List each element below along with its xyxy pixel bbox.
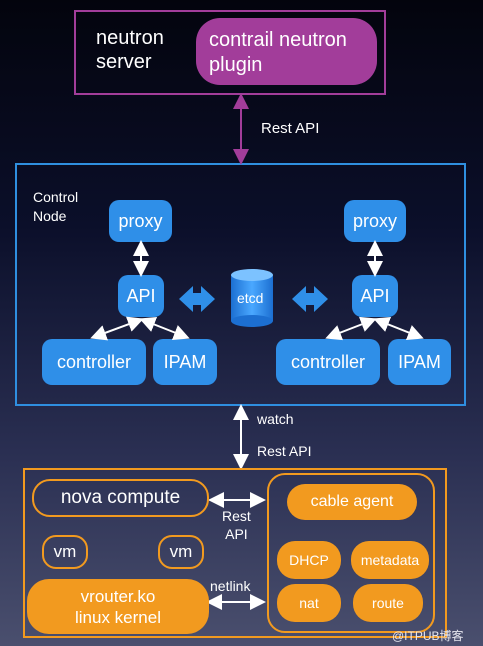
agent-group-box xyxy=(267,473,435,633)
api-ipam-right-link xyxy=(373,316,424,341)
watermark: @ITPUB博客 xyxy=(392,629,464,643)
contrail-neutron-plugin: contrail neutron plugin xyxy=(196,18,377,85)
netlink-label: netlink xyxy=(210,578,251,594)
route: route xyxy=(353,584,423,622)
ipam-right: IPAM xyxy=(388,339,451,385)
dhcp: DHCP xyxy=(277,541,341,579)
rest-api-bottom-label: Rest API xyxy=(222,508,251,542)
vm-2: vm xyxy=(158,535,204,569)
controller-left: controller xyxy=(42,339,146,385)
nat: nat xyxy=(277,584,341,622)
metadata: metadata xyxy=(351,541,429,579)
rest-api-top-label: Rest API xyxy=(261,120,320,137)
rest-api-mid-label: Rest API xyxy=(257,443,312,459)
plugin-label: contrail neutron plugin xyxy=(209,29,347,76)
watch-label: watch xyxy=(257,411,294,427)
compute-node-box xyxy=(23,468,447,638)
cable-agent: cable agent xyxy=(287,484,417,520)
neutron-server-label: neutron server xyxy=(96,27,164,73)
api-controller-left-link xyxy=(90,316,144,341)
etcd-label: etcd xyxy=(237,290,264,306)
etcd-left-double-arrow xyxy=(179,286,215,312)
controller-right: controller xyxy=(276,339,380,385)
proxy-right: proxy xyxy=(344,200,406,242)
api-right: API xyxy=(352,275,398,317)
api-controller-right-link xyxy=(325,316,377,341)
api-ipam-left-link xyxy=(139,316,190,341)
etcd-right-double-arrow xyxy=(292,286,328,312)
vrouter-kernel: vrouter.ko linux kernel xyxy=(27,579,209,634)
nova-compute: nova compute xyxy=(32,479,209,517)
ipam-left: IPAM xyxy=(153,339,217,385)
control-node-title: Control Node xyxy=(33,189,79,224)
neutron-server-box xyxy=(74,10,386,95)
api-left: API xyxy=(118,275,164,317)
etcd-cylinder xyxy=(231,269,273,327)
proxy-left: proxy xyxy=(109,200,172,242)
vm-1: vm xyxy=(42,535,88,569)
